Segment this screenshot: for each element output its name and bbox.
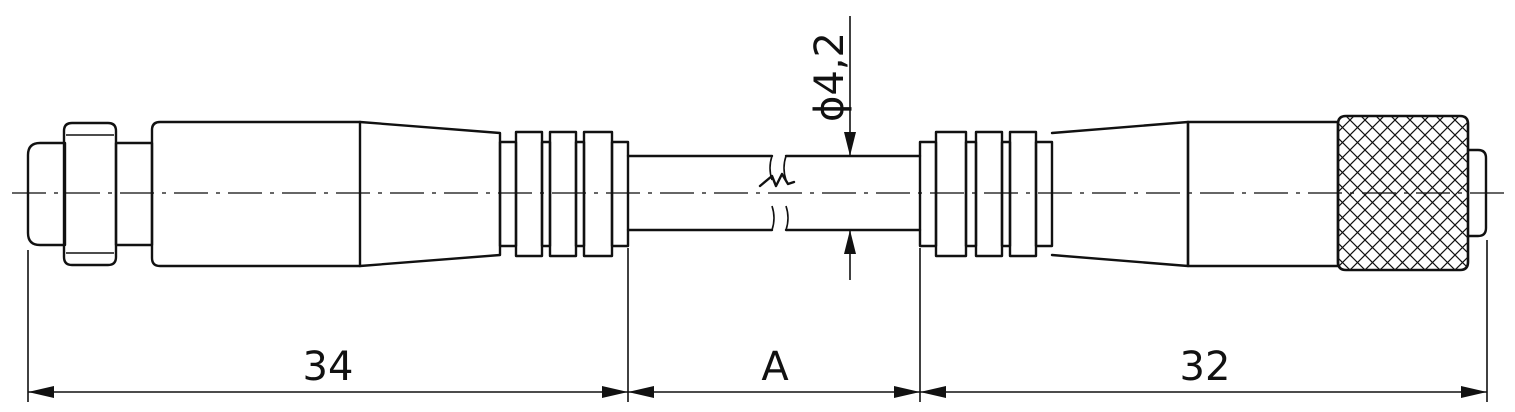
dimension-label-diameter: ϕ4,2	[807, 32, 853, 122]
left-connector-tip	[26, 141, 67, 247]
dimension-label-34: 34	[303, 344, 354, 390]
right-taper	[1050, 120, 1190, 268]
left-collar	[114, 141, 154, 247]
right-strain-relief-ribs	[918, 130, 1054, 258]
right-body	[1186, 120, 1340, 268]
left-taper	[358, 120, 502, 268]
length-dimension-line	[28, 386, 1487, 398]
extension-lines	[27, 240, 1488, 402]
left-strain-relief-ribs	[498, 130, 630, 258]
knurled-nut	[1336, 114, 1470, 272]
right-connector-tip	[1466, 148, 1488, 238]
right-connector	[918, 114, 1488, 272]
cable-break-mark	[758, 172, 796, 188]
dimension-label-32: 32	[1180, 344, 1231, 390]
dimension-label-a: A	[761, 344, 789, 390]
left-hex-nut	[62, 121, 118, 267]
diameter-dimension	[844, 16, 856, 280]
left-connector	[26, 120, 630, 268]
cable	[626, 154, 922, 232]
left-body	[150, 120, 362, 268]
